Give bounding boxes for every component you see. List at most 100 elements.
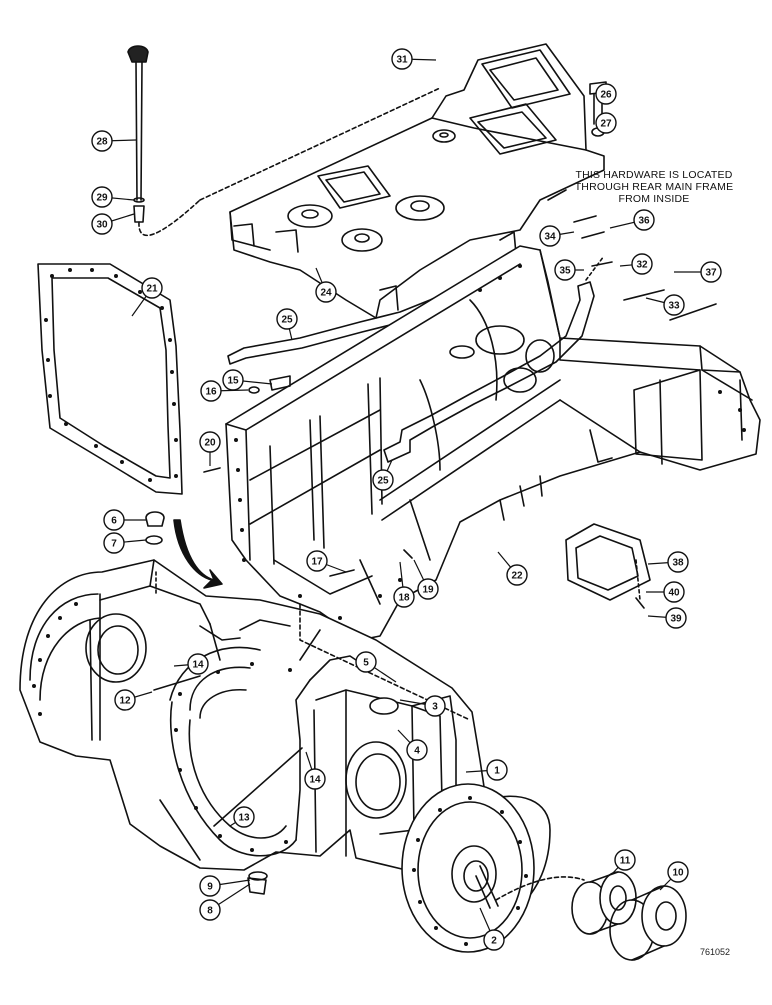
top-cover-part [229, 43, 605, 319]
callout-4: 4 [397, 729, 428, 761]
callout-2: 2 [479, 907, 505, 951]
callout-5: 5 [355, 651, 397, 683]
callout-circle [595, 83, 617, 105]
callout-28: 28 [91, 130, 137, 152]
callout-number: 36 [638, 216, 650, 227]
callout-number: 37 [705, 268, 717, 279]
callout-circle [595, 112, 617, 134]
callout-number: 39 [670, 614, 682, 625]
callout-20: 20 [199, 431, 221, 466]
final-drive-flange-part [401, 783, 535, 953]
callout-number: 1 [494, 766, 500, 777]
callout-circle [633, 209, 655, 231]
callout-circle [663, 294, 685, 316]
callout-10: 10 [659, 861, 689, 891]
callout-number: 24 [320, 288, 332, 299]
callout-circle [665, 607, 687, 629]
callout-number: 29 [96, 193, 108, 204]
callout-36: 36 [609, 209, 655, 231]
small-hardware [145, 215, 717, 895]
callout-number: 32 [636, 260, 648, 271]
callout-number: 31 [396, 55, 408, 66]
callout-circle [406, 739, 428, 761]
callout-circle [103, 532, 125, 554]
callout-circle [667, 551, 689, 573]
callout-1: 1 [465, 759, 508, 781]
callout-number: 4 [414, 746, 420, 757]
callout-17: 17 [306, 550, 347, 573]
callout-number: 16 [205, 387, 217, 398]
callout-number: 33 [668, 301, 680, 312]
callout-number: 14 [192, 660, 204, 671]
callout-number: 10 [672, 868, 684, 879]
callout-circle [391, 48, 413, 70]
callout-24: 24 [315, 267, 337, 303]
callout-circle [355, 651, 377, 673]
callout-circle [306, 550, 328, 572]
callout-number: 3 [432, 702, 438, 713]
callout-circle [424, 695, 446, 717]
callout-18: 18 [393, 561, 415, 608]
dipstick-part [127, 45, 441, 237]
callout-7: 7 [103, 532, 147, 554]
callout-number: 28 [96, 137, 108, 148]
callout-number: 11 [620, 856, 631, 867]
assembly-arrow [173, 519, 223, 589]
note-line-1: THIS HARDWARE IS LOCATED [575, 169, 733, 181]
callout-circle [199, 875, 221, 897]
callout-26: 26 [595, 83, 617, 105]
callout-number: 26 [600, 90, 612, 101]
callout-circle [486, 759, 508, 781]
callout-9: 9 [199, 875, 251, 897]
callout-32: 32 [619, 253, 653, 275]
through-bolt-13 [213, 747, 303, 827]
callout-circle [304, 768, 326, 790]
callout-number: 9 [207, 882, 213, 893]
callout-circle [372, 469, 394, 491]
callout-circle [417, 578, 439, 600]
callout-circle [141, 277, 163, 299]
callout-number: 34 [544, 232, 556, 243]
cover-plate-part [565, 523, 651, 601]
figure-code: 761052 [700, 947, 731, 957]
callout-number: 5 [363, 658, 369, 669]
callout-number: 12 [119, 696, 131, 707]
callout-15: 15 [222, 369, 273, 391]
callout-34: 34 [539, 225, 575, 247]
hardware-location-note: THIS HARDWARE IS LOCATED THROUGH REAR MA… [556, 169, 752, 205]
callout-8: 8 [199, 883, 251, 921]
callout-circle [103, 509, 125, 531]
callout-circle [91, 186, 113, 208]
gasket-21-part [37, 263, 183, 495]
note-line-3: FROM INSIDE [618, 193, 690, 205]
callout-29: 29 [91, 186, 135, 208]
seal-10-part [609, 885, 687, 961]
callout-number: 8 [207, 906, 213, 917]
callout-circle [276, 308, 298, 330]
callout-number: 15 [227, 376, 239, 387]
callout-circle [233, 806, 255, 828]
callout-22: 22 [497, 551, 528, 586]
callout-30: 30 [91, 213, 135, 235]
callout-circle [506, 564, 528, 586]
callout-circle [187, 653, 209, 675]
callout-circle [200, 380, 222, 402]
callout-circle [667, 861, 689, 883]
callout-number: 19 [422, 585, 434, 596]
callout-21: 21 [131, 277, 163, 317]
callout-number: 40 [668, 588, 680, 599]
callout-circle [199, 431, 221, 453]
callout-circle [554, 259, 576, 281]
callout-number: 13 [238, 813, 250, 824]
callout-number: 25 [281, 315, 293, 326]
callout-circle [663, 581, 685, 603]
callout-circle [91, 213, 113, 235]
callout-13: 13 [229, 806, 255, 828]
callout-27: 27 [595, 112, 617, 134]
through-bolt-12 [153, 675, 201, 691]
callout-circle [315, 281, 337, 303]
rear-main-frame-part [225, 245, 761, 641]
callout-number: 14 [309, 775, 321, 786]
callout-number: 30 [96, 220, 108, 231]
